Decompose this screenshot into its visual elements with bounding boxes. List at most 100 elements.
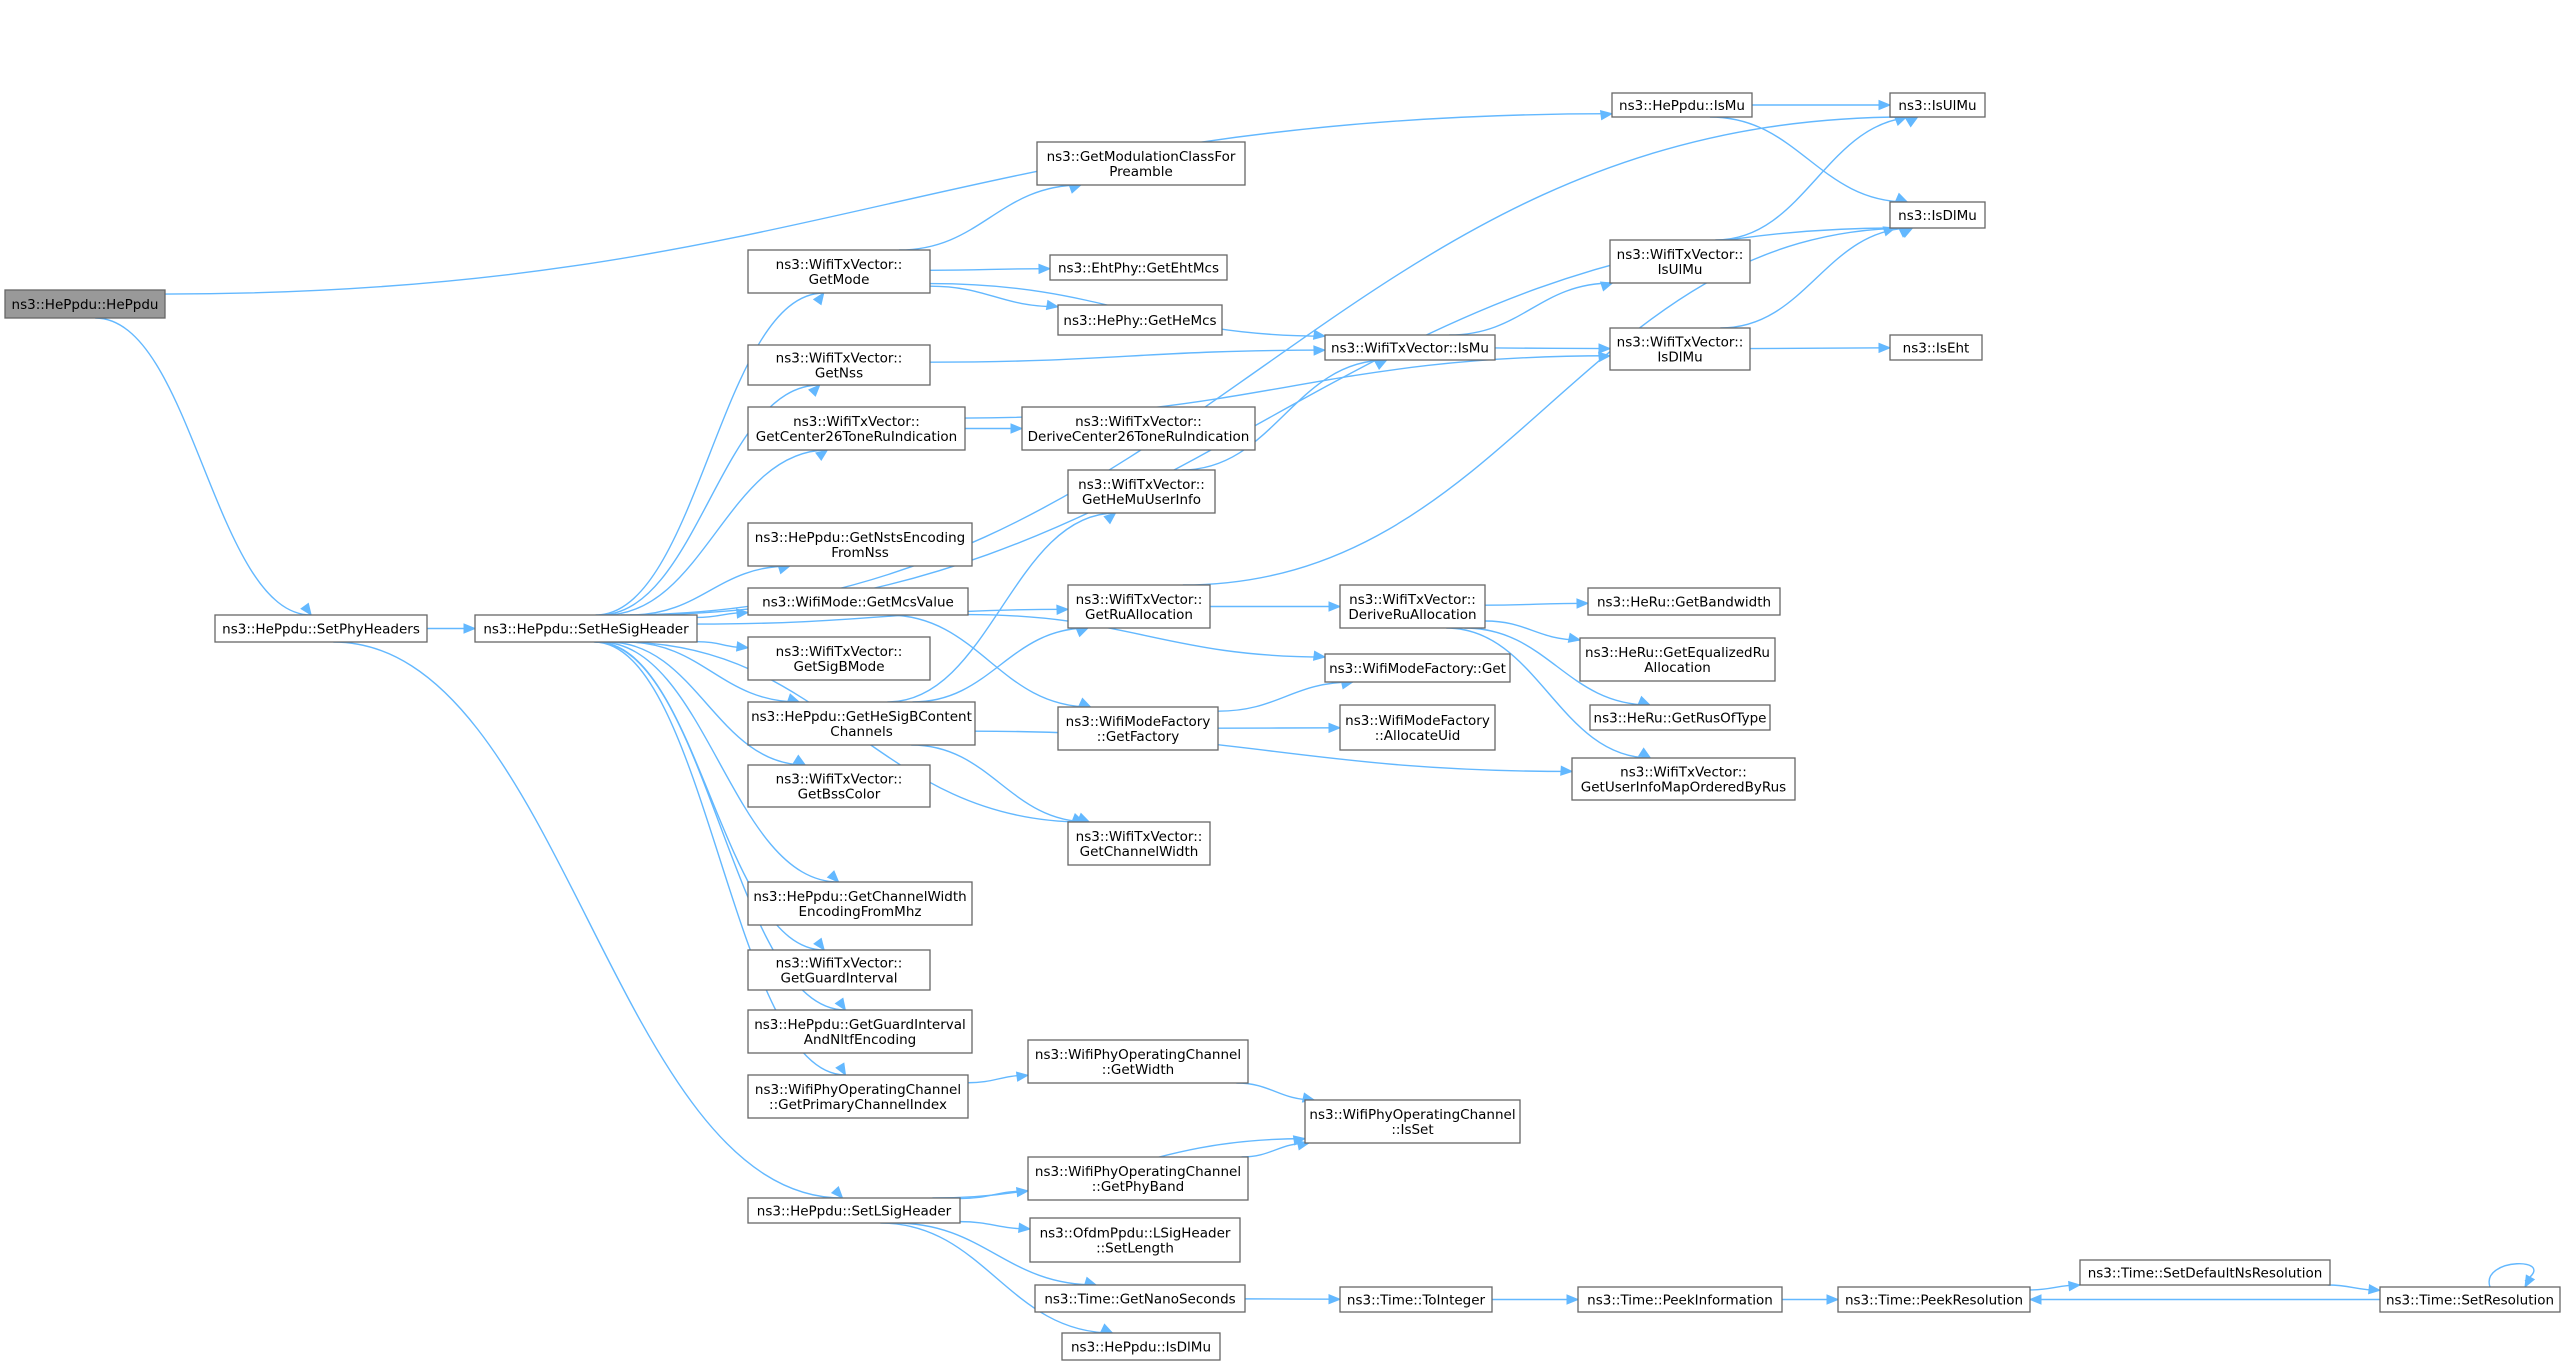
node-box[interactable] <box>1324 334 1496 361</box>
node-n20[interactable]: ns3::WifiTxVector::GetRuAllocation <box>1067 584 1211 629</box>
node-box[interactable] <box>747 881 973 926</box>
node-n0[interactable]: ns3::HePpdu::HePpdu <box>4 289 166 319</box>
node-n24[interactable]: ns3::HeRu::GetRusOfType <box>1589 704 1771 731</box>
node-box[interactable] <box>1611 92 1753 118</box>
node-box[interactable] <box>1324 653 1511 683</box>
node-box[interactable] <box>1036 141 1246 186</box>
node-label: ns3::HePpdu::SetPhyHeaders <box>222 622 420 638</box>
node-n35[interactable]: ns3::HePpdu::GetGuardIntervalAndNltfEnco… <box>747 1009 973 1054</box>
node-box[interactable] <box>1889 201 1986 229</box>
node-n3[interactable]: ns3::HePpdu::IsMu <box>1611 92 1753 118</box>
node-box[interactable] <box>1339 704 1496 751</box>
node-box[interactable] <box>747 949 931 991</box>
node-n14[interactable]: ns3::WifiTxVector::GetNss <box>747 344 931 386</box>
node-box[interactable] <box>1577 1286 1783 1313</box>
node-box[interactable] <box>747 1074 969 1119</box>
node-box[interactable] <box>1067 821 1211 866</box>
node-n4[interactable]: ns3::IsUlMu <box>1889 92 1986 118</box>
node-box[interactable] <box>1837 1286 2031 1313</box>
node-box[interactable] <box>1579 637 1776 682</box>
node-box[interactable] <box>747 344 931 386</box>
node-box[interactable] <box>1029 1217 1241 1263</box>
node-n28[interactable]: ns3::WifiModeFactory::GetFactory <box>1057 706 1219 751</box>
node-n13[interactable]: ns3::IsEht <box>1889 334 1983 361</box>
node-n32[interactable]: ns3::WifiTxVector::GetChannelWidth <box>1067 821 1211 866</box>
node-box[interactable] <box>747 522 973 567</box>
node-box[interactable] <box>1034 1284 1246 1313</box>
node-n12[interactable]: ns3::WifiTxVector::IsDlMu <box>1609 327 1751 371</box>
node-n43[interactable]: ns3::Time::ToInteger <box>1339 1286 1493 1313</box>
node-n26[interactable]: ns3::WifiModeFactory::Get <box>1324 653 1511 683</box>
node-box[interactable] <box>1027 1039 1249 1084</box>
node-box[interactable] <box>214 614 428 643</box>
node-box[interactable] <box>1609 239 1751 284</box>
node-n16[interactable]: ns3::WifiTxVector::DeriveCenter26ToneRuI… <box>1021 406 1256 451</box>
node-n10[interactable]: ns3::WifiTxVector::IsMu <box>1324 334 1496 361</box>
node-n41[interactable]: ns3::OfdmPpdu::LSigHeader::SetLength <box>1029 1217 1241 1263</box>
node-box[interactable] <box>2079 1259 2331 1286</box>
node-box[interactable] <box>474 614 698 643</box>
node-box[interactable] <box>1057 304 1223 336</box>
node-box[interactable] <box>1057 706 1219 751</box>
node-n29[interactable]: ns3::WifiModeFactory::AllocateUid <box>1339 704 1496 751</box>
node-n2[interactable]: ns3::HePpdu::SetHeSigHeader <box>474 614 698 643</box>
node-box[interactable] <box>747 764 931 808</box>
node-box[interactable] <box>1889 334 1983 361</box>
node-n11[interactable]: ns3::WifiTxVector::IsUlMu <box>1609 239 1751 284</box>
node-box[interactable] <box>747 1009 973 1054</box>
node-n47[interactable]: ns3::Time::SetResolution <box>2379 1286 2561 1313</box>
node-n40[interactable]: ns3::HePpdu::SetLSigHeader <box>747 1197 961 1224</box>
node-n31[interactable]: ns3::WifiTxVector::GetBssColor <box>747 764 931 808</box>
node-n15[interactable]: ns3::WifiTxVector::GetCenter26ToneRuIndi… <box>747 406 966 451</box>
node-box[interactable] <box>1571 757 1796 801</box>
node-box[interactable] <box>1587 587 1781 616</box>
node-box[interactable] <box>1589 704 1771 731</box>
node-n36[interactable]: ns3::WifiPhyOperatingChannel::GetPrimary… <box>747 1074 969 1119</box>
node-box[interactable] <box>1609 327 1751 371</box>
node-n37[interactable]: ns3::WifiPhyOperatingChannel::GetWidth <box>1027 1039 1249 1084</box>
node-box[interactable] <box>747 249 931 294</box>
node-n39[interactable]: ns3::WifiPhyOperatingChannel::GetPhyBand <box>1027 1156 1249 1201</box>
node-box[interactable] <box>747 587 969 616</box>
node-box[interactable] <box>1027 1156 1249 1201</box>
node-n25[interactable]: ns3::WifiTxVector::GetSigBMode <box>747 636 931 681</box>
node-n42[interactable]: ns3::Time::GetNanoSeconds <box>1034 1284 1246 1313</box>
node-box[interactable] <box>1067 584 1211 629</box>
node-box[interactable] <box>1049 254 1228 281</box>
node-n5[interactable]: ns3::IsDlMu <box>1889 201 1986 229</box>
node-box[interactable] <box>747 1197 961 1224</box>
node-n44[interactable]: ns3::Time::PeekInformation <box>1577 1286 1783 1313</box>
node-n48[interactable]: ns3::HePpdu::IsDlMu <box>1061 1332 1221 1361</box>
node-box[interactable] <box>747 406 966 451</box>
node-box[interactable] <box>1061 1332 1221 1361</box>
node-n46[interactable]: ns3::Time::SetDefaultNsResolution <box>2079 1259 2331 1286</box>
node-n17[interactable]: ns3::WifiTxVector::GetHeMuUserInfo <box>1067 469 1216 514</box>
node-box[interactable] <box>1339 1286 1493 1313</box>
node-box[interactable] <box>1304 1099 1521 1144</box>
node-n34[interactable]: ns3::WifiTxVector::GetGuardInterval <box>747 949 931 991</box>
node-n33[interactable]: ns3::HePpdu::GetChannelWidthEncodingFrom… <box>747 881 973 926</box>
node-n38[interactable]: ns3::WifiPhyOperatingChannel::IsSet <box>1304 1099 1521 1144</box>
node-n22[interactable]: ns3::HeRu::GetBandwidth <box>1587 587 1781 616</box>
node-box[interactable] <box>2379 1286 2561 1313</box>
node-box[interactable] <box>1889 92 1986 118</box>
edge-n45-n46-arrowhead <box>2068 1280 2082 1292</box>
node-box[interactable] <box>4 289 166 319</box>
node-n30[interactable]: ns3::WifiTxVector::GetUserInfoMapOrdered… <box>1571 757 1796 801</box>
node-box[interactable] <box>1339 584 1486 629</box>
node-box[interactable] <box>1067 469 1216 514</box>
node-n8[interactable]: ns3::EhtPhy::GetEhtMcs <box>1049 254 1228 281</box>
node-n21[interactable]: ns3::WifiTxVector::DeriveRuAllocation <box>1339 584 1486 629</box>
node-n7[interactable]: ns3::WifiTxVector::GetMode <box>747 249 931 294</box>
node-n19[interactable]: ns3::WifiMode::GetMcsValue <box>747 587 969 616</box>
node-box[interactable] <box>1021 406 1256 451</box>
node-n45[interactable]: ns3::Time::PeekResolution <box>1837 1286 2031 1313</box>
node-n9[interactable]: ns3::HePhy::GetHeMcs <box>1057 304 1223 336</box>
node-n1[interactable]: ns3::HePpdu::SetPhyHeaders <box>214 614 428 643</box>
node-box[interactable] <box>747 701 976 746</box>
node-box[interactable] <box>747 636 931 681</box>
